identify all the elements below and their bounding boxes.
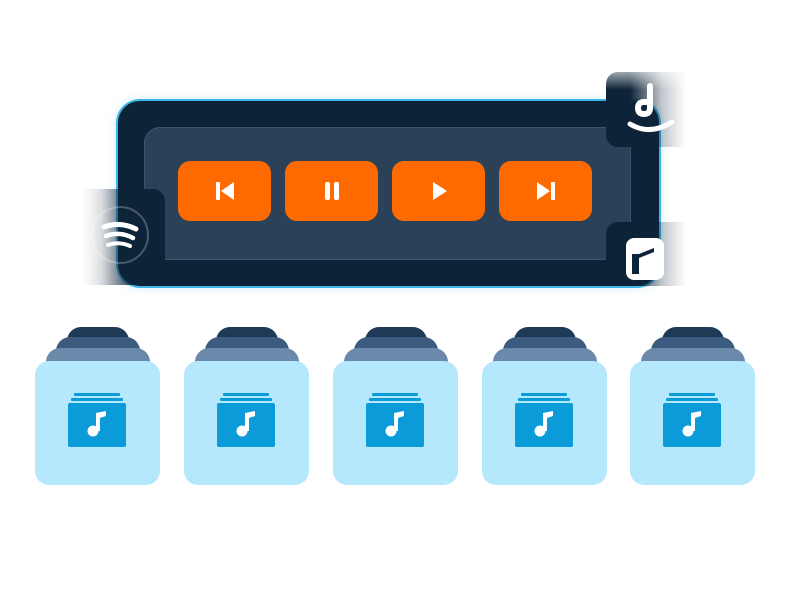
pause-button[interactable] [285, 161, 378, 221]
playlist-card-face [184, 361, 309, 485]
player-controls-container [144, 127, 631, 260]
amazon-music-badge [606, 72, 686, 147]
album-stack-icon [366, 393, 424, 447]
player-panel [118, 101, 659, 286]
spotify-badge [80, 189, 165, 285]
album-stack-icon [663, 393, 721, 447]
previous-button[interactable] [178, 161, 271, 221]
album-stack-icon [217, 393, 275, 447]
album-stack-icon [515, 393, 573, 447]
amazon-music-icon [627, 83, 675, 132]
spotify-icon [91, 206, 149, 264]
playlist-card-face [35, 361, 160, 485]
next-button[interactable] [499, 161, 592, 221]
playlist-card[interactable] [630, 327, 755, 485]
playlist-card-face [630, 361, 755, 485]
play-button[interactable] [392, 161, 485, 221]
skip-next-icon [536, 182, 555, 200]
playlist-card-face [333, 361, 458, 485]
pause-icon [324, 182, 339, 200]
playlist-card[interactable] [333, 327, 458, 485]
apple-music-badge [606, 222, 686, 286]
fade-overlay-right [682, 60, 722, 300]
playback-controls [178, 161, 592, 221]
skip-previous-icon [215, 182, 234, 200]
music-note-icon [626, 238, 664, 280]
playlist-cards [35, 327, 755, 487]
album-stack-icon [68, 393, 126, 447]
playlist-card[interactable] [482, 327, 607, 485]
playlist-card[interactable] [35, 327, 160, 485]
playlist-card-face [482, 361, 607, 485]
playlist-card[interactable] [184, 327, 309, 485]
play-icon [432, 182, 447, 200]
